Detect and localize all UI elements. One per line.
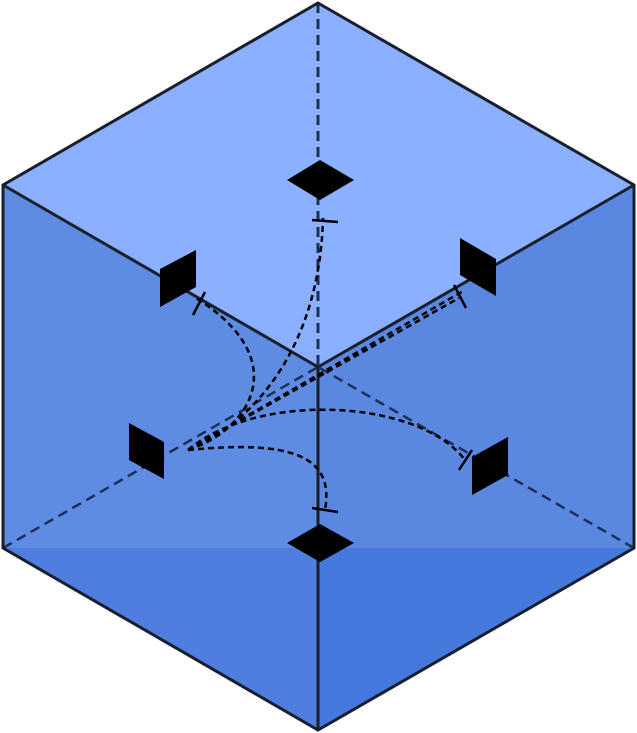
end-cap-top	[311, 218, 339, 224]
end-cap-bottom	[311, 506, 339, 514]
lower-left-marker	[129, 423, 164, 479]
left-upper-face	[3, 185, 318, 548]
lower-right-marker	[472, 437, 508, 495]
right-upper-face	[318, 185, 634, 548]
connector-to-bottom	[187, 445, 328, 511]
top-marker	[287, 160, 354, 200]
bottom-marker	[287, 524, 354, 562]
connectors	[187, 217, 466, 511]
markers	[129, 160, 508, 562]
end-cap-lower-right	[457, 449, 474, 471]
connector-to-upper-left	[187, 296, 256, 452]
end-cap-upper-right	[452, 284, 468, 309]
end-cap-upper-left	[191, 291, 207, 316]
end-caps	[191, 218, 474, 514]
upper-left-marker	[160, 250, 196, 307]
upper-right-marker	[460, 238, 496, 296]
